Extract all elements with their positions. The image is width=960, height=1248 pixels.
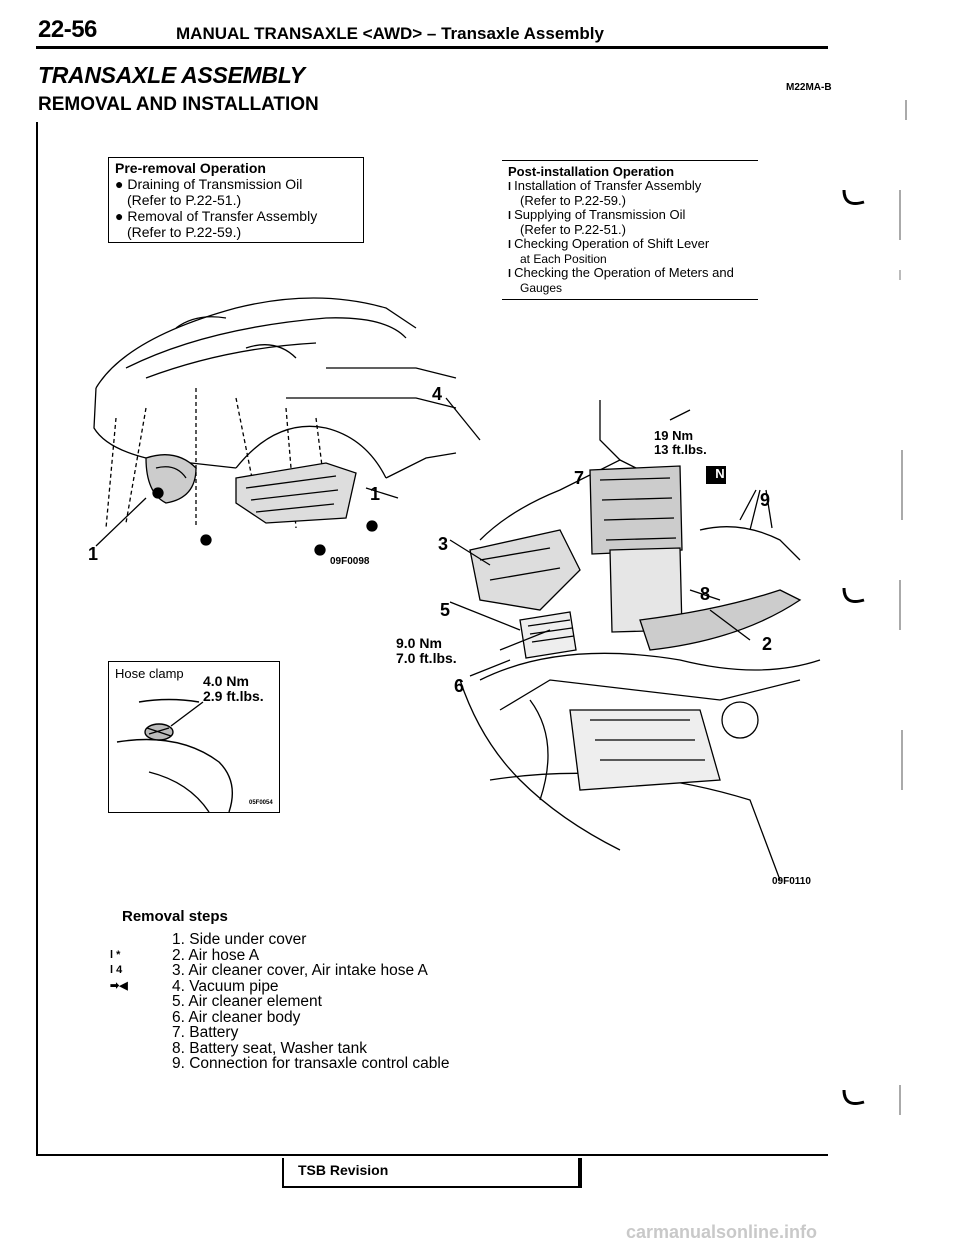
removal-step: 5. Air cleaner element: [110, 994, 449, 1010]
pre-removal-box: Pre-removal Operation ● Draining of Tran…: [108, 157, 364, 243]
step-text: 1. Side under cover: [172, 931, 307, 948]
step-marker: [110, 1010, 172, 1026]
removal-step: 7. Battery: [110, 1025, 449, 1041]
callout-5: 5: [440, 600, 451, 620]
callout-4: 4: [432, 384, 443, 404]
removal-step: l 4 3. Air cleaner cover, Air intake hose…: [110, 963, 449, 979]
torque-9nm: 9.0 Nm: [396, 635, 442, 651]
car-underside-illustration: [93, 297, 457, 556]
pre-removal-heading: Pre-removal Operation: [115, 160, 266, 176]
removal-step: 9. Connection for transaxle control cabl…: [110, 1056, 449, 1072]
torque-19nm: 19 Nm: [654, 428, 694, 443]
tsb-revision-box: TSB Revision: [282, 1158, 582, 1188]
callout-8: 8: [700, 584, 711, 604]
removal-step: ➡◀ 4. Vacuum pipe: [110, 977, 449, 995]
step-marker: [110, 932, 172, 948]
step-marker: [110, 1025, 172, 1041]
callout-1: 1: [88, 544, 99, 564]
removal-step: 1. Side under cover: [110, 932, 449, 948]
left-margin-rule: [36, 122, 38, 1156]
figure-code: 09F0110: [772, 876, 811, 887]
post-item: Checking the Operation of Meters and: [508, 266, 752, 281]
step-text: 5. Air cleaner element: [172, 993, 322, 1010]
pre-removal-item: ● Removal of Transfer Assembly: [115, 208, 318, 224]
callout-7: 7: [574, 468, 585, 488]
header-rule: [36, 46, 828, 49]
figure-code: 09F0098: [330, 556, 370, 567]
clamp-figure-code: 05F0054: [249, 800, 273, 806]
step-marker: ➡◀: [110, 979, 128, 992]
post-item: Installation of Transfer Assembly: [508, 179, 752, 194]
chapter-title: MANUAL TRANSAXLE <AWD> – Transaxle Assem…: [176, 24, 604, 43]
removal-steps-title: Removal steps: [122, 908, 228, 925]
hose-clamp-inset: Hose clamp 4.0 Nm 2.9 ft.lbs. 05F0054: [108, 661, 280, 813]
callout-3: 3: [438, 534, 449, 554]
post-item: Supplying of Transmission Oil: [508, 208, 752, 223]
post-installation-heading: Post-installation Operation: [508, 164, 675, 179]
post-item-ref: at Each Position: [520, 252, 607, 266]
clamp-torque-nm: 4.0 Nm: [203, 673, 249, 689]
binding-marks: [842, 100, 907, 1115]
tsb-box-edge: [578, 1158, 582, 1188]
post-installation-box: Post-installation Operation Installation…: [502, 160, 758, 300]
hose-clamp-label: Hose clamp: [115, 666, 184, 681]
step-text: 2. Air hose A: [172, 946, 260, 964]
pre-removal-item: ● Draining of Transmission Oil: [115, 176, 303, 192]
removal-steps-list: 1. Side under cover l * 2. Air hose A l 4…: [110, 932, 449, 1072]
step-text: 3. Air cleaner cover, Air intake hose A: [172, 962, 428, 979]
pre-removal-ref: (Refer to P.22-51.): [127, 192, 242, 208]
callout-1: 1: [370, 484, 381, 504]
step-marker: [110, 1041, 172, 1057]
section-code: M22MA-B: [786, 82, 832, 93]
section-title: TRANSAXLE ASSEMBLY: [38, 62, 305, 88]
removal-step: 6. Air cleaner body: [110, 1008, 449, 1026]
removal-step: 8. Battery seat, Washer tank: [110, 1039, 449, 1057]
engine-bay-illustration: [445, 397, 821, 880]
callout-2: 2: [762, 634, 773, 654]
step-text: 9. Connection for transaxle control cabl…: [172, 1055, 450, 1072]
pre-removal-ref: (Refer to P.22-59.): [127, 224, 242, 240]
page-number: 22-56: [38, 16, 97, 43]
torque-13ftlbs: 13 ft.lbs.: [654, 442, 707, 457]
step-text: 6. Air cleaner body: [172, 1008, 301, 1026]
post-item: Checking Operation of Shift Lever: [508, 237, 752, 252]
watermark: carmanualsonline.info: [626, 1222, 818, 1242]
clamp-illustration: [116, 698, 233, 812]
removal-step: l * 2. Air hose A: [110, 946, 449, 964]
step-text: 7. Battery: [172, 1024, 239, 1041]
step-marker: [110, 994, 172, 1010]
torque-7ftlbs: 7.0 ft.lbs.: [396, 650, 457, 666]
step-text: 8. Battery seat, Washer tank: [172, 1039, 367, 1057]
post-item-ref: (Refer to P.22-51.): [520, 222, 626, 237]
post-item-ref: Gauges: [520, 281, 563, 295]
clamp-torque-ftlbs: 2.9 ft.lbs.: [203, 688, 264, 704]
step-marker: [110, 1056, 172, 1072]
step-marker: l *: [110, 948, 121, 961]
n-badge: N: [715, 466, 725, 481]
bottom-rule: [36, 1154, 828, 1156]
step-marker: l 4: [110, 964, 123, 976]
section-subtitle: REMOVAL AND INSTALLATION: [38, 94, 319, 115]
step-text: 4. Vacuum pipe: [172, 977, 279, 995]
callout-6: 6: [454, 676, 465, 696]
post-item-ref: (Refer to P.22-59.): [520, 193, 626, 208]
callout-9: 9: [760, 490, 771, 510]
